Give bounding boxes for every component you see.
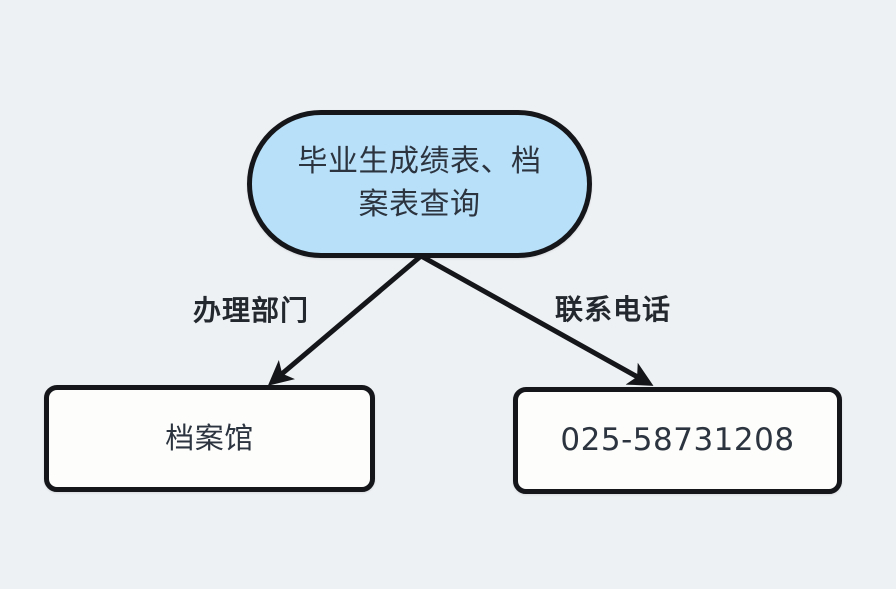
node-root[interactable]: 毕业生成绩表、档 案表查询 <box>247 110 592 258</box>
node-archive-label: 档案馆 <box>165 420 254 455</box>
edge-label-handling-department: 办理部门 <box>193 294 310 327</box>
node-phone-number-label: 025-58731208 <box>560 422 795 459</box>
node-archive[interactable]: 档案馆 <box>44 385 375 492</box>
node-root-label: 毕业生成绩表、档 案表查询 <box>297 144 542 222</box>
edge-label-contact-phone: 联系电话 <box>555 293 672 326</box>
node-phone-number[interactable]: 025-58731208 <box>513 387 842 494</box>
